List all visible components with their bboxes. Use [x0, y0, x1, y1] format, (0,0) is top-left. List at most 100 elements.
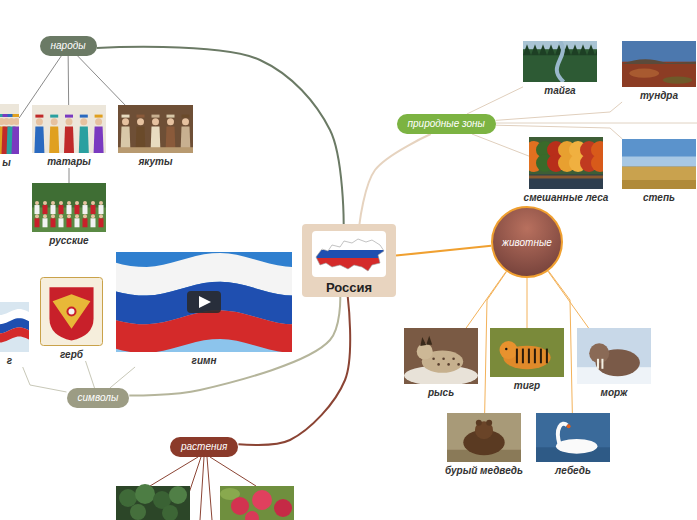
picture-card: герб [40, 277, 103, 361]
picture-dot [75, 214, 79, 218]
picture-area [601, 359, 603, 369]
picture-dot [95, 118, 102, 125]
picture-shape [49, 127, 59, 153]
picture-area [41, 278, 103, 346]
picture-area [118, 105, 193, 153]
fir-branch [169, 486, 187, 504]
picture-dot [182, 118, 189, 125]
branch-pill: символы [67, 388, 130, 408]
picture-dot [152, 118, 159, 125]
picture-area [43, 205, 48, 214]
connector [472, 134, 529, 156]
picture-area [522, 349, 524, 364]
picture-shape [595, 44, 597, 55]
picture-caption: татары [47, 156, 91, 168]
picture-body [663, 76, 693, 83]
picture-shape [79, 127, 89, 153]
picture-area [32, 183, 106, 232]
picture-caption: тигр [514, 380, 540, 392]
branch-line [493, 123, 697, 124]
picture-area [59, 205, 64, 214]
picture-shape [587, 44, 595, 55]
picture-shape [420, 337, 426, 346]
picture-area [622, 139, 696, 189]
fir-picture [116, 484, 190, 520]
connector [110, 367, 135, 388]
crowd-picture [32, 183, 106, 232]
connector [548, 271, 589, 328]
connector [97, 47, 344, 224]
tiger-picture [490, 328, 564, 377]
picture-caption: тундра [640, 90, 678, 102]
picture-dot [80, 118, 87, 125]
picture-caption: якуты [138, 156, 172, 168]
picture-shape [547, 44, 555, 55]
mixed-picture [529, 137, 603, 189]
flag-band [116, 310, 292, 352]
picture-shape [34, 127, 44, 153]
play-button [187, 291, 221, 313]
picture-caption: смешанные леса [524, 192, 609, 204]
picture-caption: тайга [544, 85, 575, 97]
picture-dot [59, 214, 63, 218]
bear-picture [447, 413, 521, 462]
picture-area [523, 41, 597, 82]
picture-area [35, 115, 43, 118]
tundra-picture [622, 41, 696, 87]
picture-dot [66, 118, 73, 125]
russia-map [312, 231, 386, 277]
picture-shape [531, 44, 539, 55]
picture-dot [417, 344, 433, 360]
fir-branch [119, 489, 137, 507]
picture-shape [539, 44, 547, 55]
picture-area [622, 167, 696, 190]
picture-area [13, 114, 20, 117]
people-picture [0, 104, 19, 154]
picture-dot [43, 214, 47, 218]
picture-area [51, 205, 56, 214]
picture-dot [35, 214, 39, 218]
branch-line [150, 457, 198, 486]
picture-dot [486, 420, 492, 426]
connector [396, 246, 491, 256]
picture-area [43, 218, 48, 227]
picture-dot [137, 118, 144, 125]
picture-area [35, 205, 40, 214]
berry [231, 497, 249, 515]
picture-card: гимн [116, 252, 292, 367]
picture-dot [91, 214, 95, 218]
picture-caption: г [7, 355, 12, 367]
picture-area [83, 218, 88, 227]
picture-body [556, 439, 597, 454]
branch-pill: природные зоны [397, 114, 496, 134]
picture-dot [51, 214, 55, 218]
picture-dot [51, 201, 55, 205]
picture-dot [69, 309, 75, 315]
fir-branch [162, 505, 178, 520]
picture-area [622, 180, 696, 189]
picture-area [516, 349, 518, 364]
flag-picture [0, 302, 29, 352]
picture-area [528, 349, 530, 364]
node-label: символы [78, 391, 119, 405]
picture-area [0, 302, 29, 352]
picture-caption: рысь [428, 387, 454, 399]
picture-card: морж [577, 328, 651, 399]
picture-area [83, 205, 88, 214]
picture-area [137, 115, 145, 118]
lynx-picture [404, 328, 478, 384]
berry [274, 499, 292, 517]
picture-area [182, 115, 190, 118]
picture-area [546, 349, 548, 364]
picture-dot [67, 214, 71, 218]
picture-area [35, 218, 40, 227]
picture-shape [64, 127, 74, 153]
picture-dot [67, 307, 77, 317]
picture-shape [558, 424, 567, 445]
yurt-picture [118, 105, 193, 153]
picture-area [75, 205, 80, 214]
picture-area [95, 115, 103, 118]
picture-shape [523, 44, 531, 55]
connector [467, 87, 523, 114]
